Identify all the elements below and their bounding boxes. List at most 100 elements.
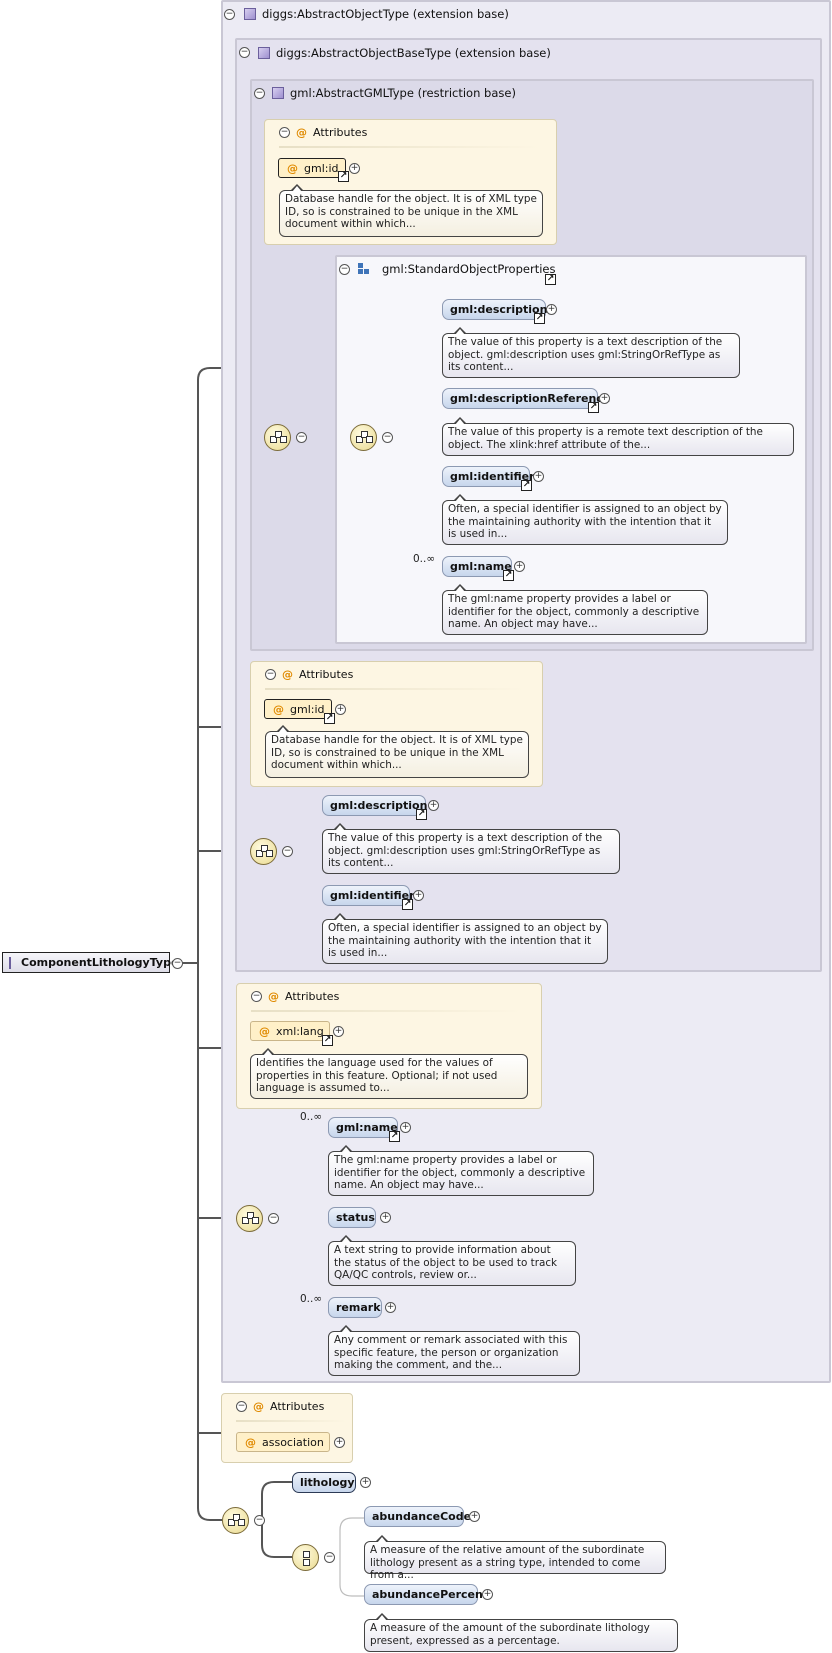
collapse-button[interactable]: − [254,1515,265,1526]
sequence-compositor-icon[interactable] [222,1507,249,1534]
collapse-button[interactable]: − [224,9,235,20]
expand-button[interactable]: + [413,890,424,901]
collapse-button[interactable]: − [296,432,307,443]
annotation: The value of this property is a text des… [322,823,620,874]
attributes-label: Attributes [313,126,368,139]
expand-button[interactable]: + [599,393,610,404]
attribute-group-icon [358,263,370,275]
annotation: Often, a special identifier is assigned … [322,913,608,964]
element-gml-description[interactable]: gml:description [442,299,547,320]
expand-button[interactable]: + [334,1437,345,1448]
complex-type-icon [9,956,11,969]
attribute-icon: @ [282,668,293,681]
collapse-button[interactable]: − [236,1401,247,1412]
attribute-icon: @ [259,1024,270,1038]
collapse-button[interactable]: − [282,846,293,857]
attribute-name: xml:lang [276,1024,324,1038]
element-label: abundanceCode [372,1510,472,1523]
panel-header: gml:AbstractGMLType (restriction base) [272,86,516,100]
collapse-button[interactable]: − [265,669,276,680]
element-gml-name[interactable]: gml:name [442,556,512,577]
expand-button[interactable]: + [533,471,544,482]
attribute-xml-lang[interactable]: @ xml:lang [250,1021,330,1041]
expand-button[interactable]: + [349,163,360,174]
reference-icon: ↗ [322,1035,333,1046]
attribute-gml-id[interactable]: @ gml:id [264,699,332,719]
root-label: ComponentLithologyType [21,956,179,969]
expand-button[interactable]: + [482,1589,493,1600]
element-lithology[interactable]: lithology [292,1472,356,1493]
expand-button[interactable]: + [335,704,346,715]
type-title: diggs:AbstractObjectBaseType (extension … [276,46,551,60]
element-label: status [336,1211,375,1224]
reference-icon: ↗ [503,570,514,581]
collapse-button[interactable]: − [239,47,250,58]
sequence-compositor-icon[interactable] [250,838,277,865]
attribute-icon: @ [268,990,279,1003]
expand-button[interactable]: + [428,800,439,811]
element-gml-identifier[interactable]: gml:identifier [322,885,415,906]
attributes-header: − @ Attributes [236,1400,330,1413]
reference-icon: ↗ [521,480,532,491]
attribute-icon: @ [273,702,284,716]
annotation: Database handle for the object. It is of… [265,725,529,778]
attribute-icon: @ [253,1400,264,1413]
attributes-label: Attributes [270,1400,325,1413]
choice-compositor-icon[interactable] [292,1544,319,1571]
element-gml-identifier[interactable]: gml:identifier [442,466,535,487]
attribute-association[interactable]: @ association [236,1432,330,1452]
element-gml-description-reference[interactable]: gml:descriptionReference [442,388,610,409]
sequence-compositor-icon[interactable] [264,424,291,451]
attributes-group: − @ Attributes [221,1393,353,1463]
reference-icon: ↗ [588,402,599,413]
annotation: A measure of the relative amount of the … [364,1535,666,1581]
element-label: gml:name [336,1121,398,1134]
annotation: The value of this property is a text des… [442,327,740,378]
complex-type-icon [272,87,284,99]
collapse-button[interactable]: − [254,88,265,99]
expand-button[interactable]: + [333,1026,344,1037]
collapse-button[interactable]: − [268,1213,279,1224]
expand-button[interactable]: + [360,1477,371,1488]
element-abundance-percent[interactable]: abundancePercent [364,1584,488,1605]
attribute-name: association [262,1435,324,1449]
element-abundance-code[interactable]: abundanceCode [364,1506,471,1527]
expand-button[interactable]: + [385,1302,396,1313]
root-complex-type[interactable]: ComponentLithologyType [2,952,178,973]
element-remark[interactable]: remark [328,1297,382,1318]
collapse-button[interactable]: − [382,432,393,443]
annotation: The gml:name property provides a label o… [328,1145,594,1196]
expand-button[interactable]: + [380,1212,391,1223]
annotation: A measure of the amount of the subordina… [364,1613,678,1652]
collapse-button[interactable]: − [324,1552,335,1563]
collapse-button[interactable]: − [339,264,350,275]
element-label: gml:name [450,560,512,573]
attribute-name: gml:id [290,702,325,716]
element-label: gml:identifier [330,889,415,902]
complex-type-icon [258,47,270,59]
occurrence-label: 0..∞ [413,553,436,565]
annotation: Identifies the language used for the val… [250,1048,528,1099]
reference-icon: ↗ [534,313,545,324]
element-gml-description[interactable]: gml:description [322,795,427,816]
expand-button[interactable]: + [400,1122,411,1133]
expand-button[interactable]: + [469,1511,480,1522]
expand-button[interactable]: + [514,561,525,572]
attribute-icon: @ [296,126,307,139]
sequence-compositor-icon[interactable] [350,424,377,451]
element-label: abundancePercent [372,1588,489,1601]
attributes-label: Attributes [285,990,340,1003]
expand-button[interactable]: + [546,304,557,315]
panel-header: diggs:AbstractObjectBaseType (extension … [258,46,551,60]
element-gml-name[interactable]: gml:name [328,1117,398,1138]
element-status[interactable]: status [328,1207,376,1228]
reference-icon: ↗ [416,809,427,820]
element-label: gml:identifier [450,470,535,483]
collapse-button[interactable]: − [279,127,290,138]
attribute-icon: @ [287,161,298,175]
collapse-button[interactable]: − [172,958,183,969]
collapse-button[interactable]: − [251,991,262,1002]
sequence-compositor-icon[interactable] [236,1205,263,1232]
element-label: remark [336,1301,381,1314]
attribute-gml-id[interactable]: @ gml:id [278,158,346,178]
